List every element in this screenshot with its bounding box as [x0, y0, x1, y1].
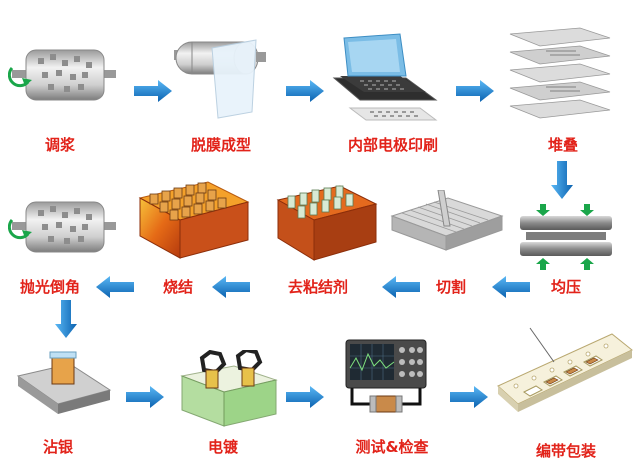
stacking-illustration — [506, 24, 614, 124]
plating-illustration — [176, 350, 282, 430]
step-label-plating: 电镀 — [207, 438, 239, 456]
cutting-illustration — [388, 190, 506, 260]
electrode-printing-illustration — [330, 30, 442, 122]
arrow-left-1 — [382, 276, 420, 298]
slurry-mixer-illustration — [8, 44, 120, 106]
step-label-slurry: 调浆 — [44, 136, 76, 154]
step-label-polishing: 抛光倒角 — [19, 278, 81, 296]
arrow-down-1 — [551, 161, 573, 199]
sintering-illustration — [136, 176, 252, 262]
arrow-right-4 — [126, 386, 164, 408]
step-label-testing: 测试&检查 — [355, 438, 429, 456]
step-label-stacking: 堆叠 — [547, 136, 579, 154]
debinding-illustration — [274, 180, 380, 264]
testing-illustration — [330, 338, 442, 426]
step-label-pressing: 均压 — [550, 278, 582, 296]
arrow-right-5 — [286, 386, 324, 408]
step-label-electrode-printing: 内部电极印刷 — [347, 136, 439, 154]
step-label-taping: 编带包装 — [535, 442, 597, 460]
arrow-right-1 — [134, 80, 172, 102]
step-label-tape-casting: 脱膜成型 — [190, 136, 252, 154]
pressing-illustration — [516, 204, 616, 270]
step-label-silver-dipping: 沾银 — [42, 438, 74, 456]
silver-dipping-illustration — [14, 350, 114, 422]
step-label-cutting: 切割 — [435, 278, 467, 296]
step-label-debinding: 去粘结剂 — [287, 278, 349, 296]
arrow-left-0 — [492, 276, 530, 298]
arrow-right-2 — [286, 80, 324, 102]
arrow-left-2 — [212, 276, 250, 298]
step-label-sintering: 烧结 — [162, 278, 194, 296]
taping-illustration — [494, 326, 634, 422]
arrow-down-2 — [55, 300, 77, 338]
arrow-right-6 — [450, 386, 488, 408]
polishing-mixer-illustration — [8, 196, 120, 258]
tape-casting-illustration — [172, 28, 268, 120]
arrow-left-3 — [96, 276, 134, 298]
arrow-right-3 — [456, 80, 494, 102]
